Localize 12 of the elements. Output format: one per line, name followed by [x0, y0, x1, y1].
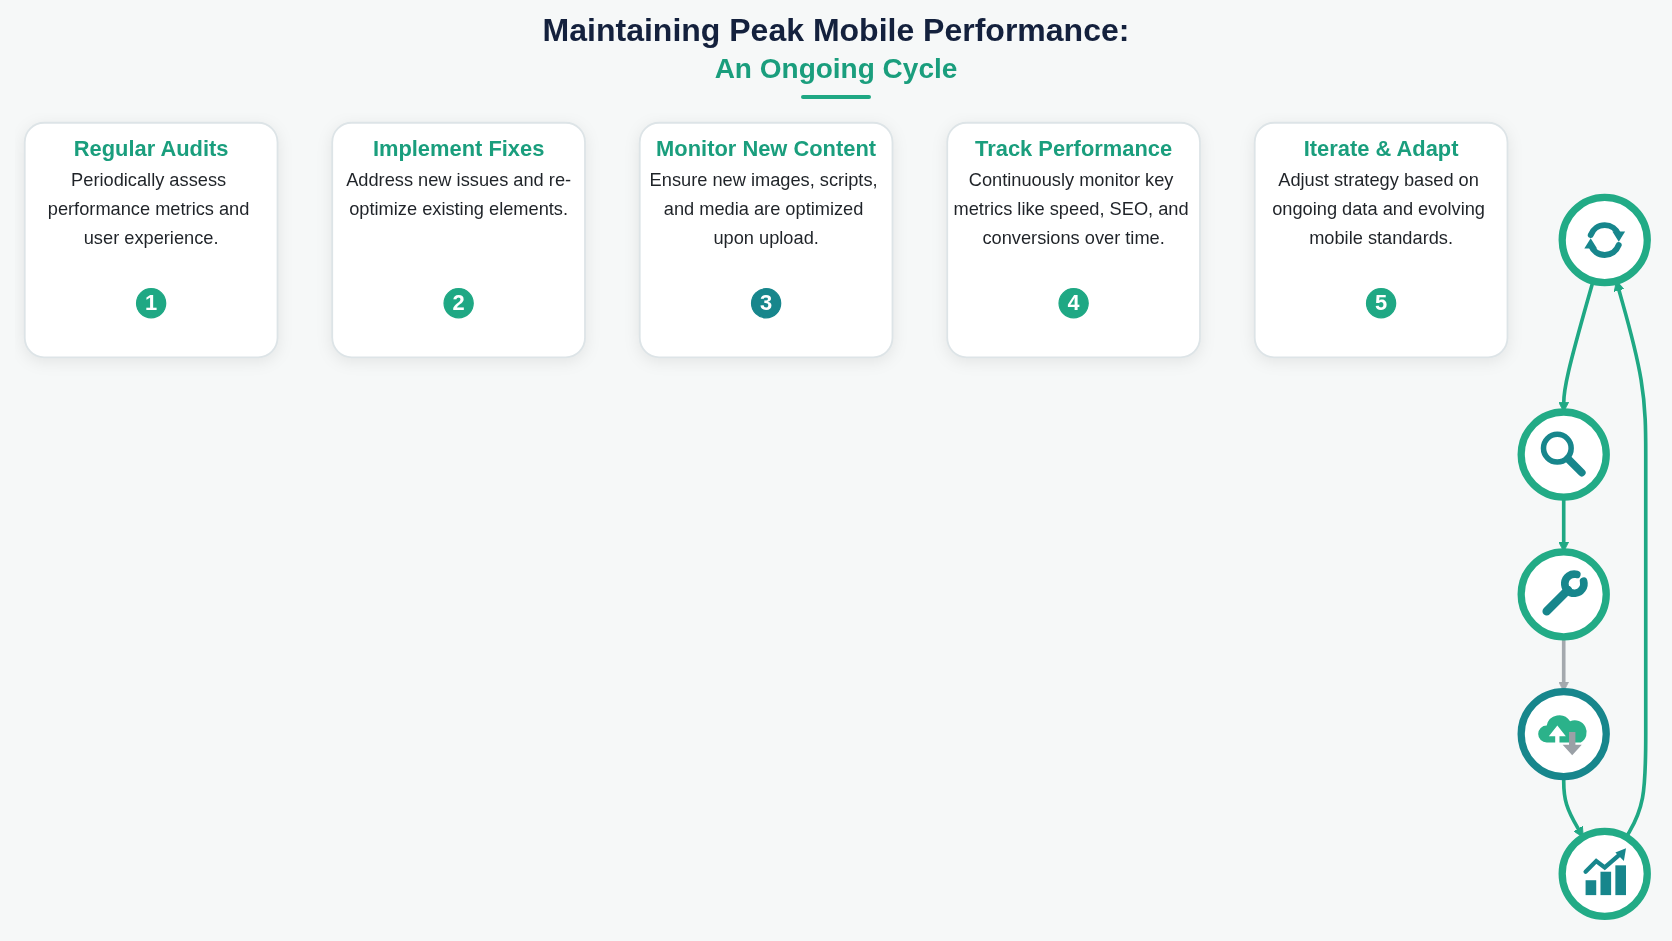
- subtitle: An Ongoing Cycle: [714, 53, 958, 85]
- node-circle: 4: [1058, 288, 1089, 319]
- node-circle: 5: [1365, 288, 1397, 319]
- node-circle: [1517, 548, 1610, 641]
- node-circle: 1: [135, 288, 167, 319]
- node-circle: 3: [750, 288, 782, 319]
- node-circle: [1517, 408, 1610, 502]
- title: Maintaining Peak Mobile Performance:: [542, 12, 1130, 49]
- node-circle: [1558, 828, 1651, 921]
- node-circle: 2: [443, 288, 474, 319]
- node-circle: [1517, 688, 1610, 781]
- node-circle: [1558, 194, 1651, 287]
